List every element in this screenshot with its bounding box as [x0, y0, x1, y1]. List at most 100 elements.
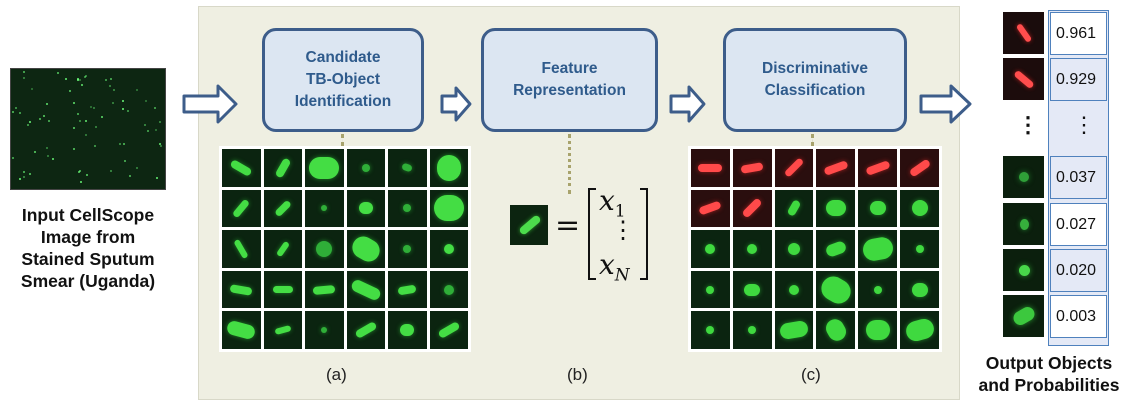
- classified-object-cell: [900, 311, 939, 349]
- candidate-object-blob: [354, 321, 378, 340]
- candidate-object-blob: [436, 154, 461, 181]
- input-speckle: [159, 142, 162, 145]
- arrow-step2-to-step3: [669, 85, 706, 123]
- candidate-object-cell: [429, 189, 468, 228]
- input-cellscope-image: [10, 68, 166, 190]
- input-speckle: [94, 144, 97, 147]
- input-speckle: [23, 71, 26, 74]
- candidate-object-cell: [222, 311, 261, 349]
- candidate-object-cell: [346, 230, 385, 268]
- caption-a: (a): [326, 365, 347, 384]
- arrow-input-to-step1: [182, 84, 238, 124]
- candidate-object-cell: [388, 311, 427, 349]
- classified-object-cell: [774, 230, 814, 268]
- vector-brackets: [588, 188, 648, 280]
- caption-b: (b): [567, 365, 588, 384]
- input-speckle: [18, 111, 21, 114]
- input-speckle: [85, 119, 88, 122]
- candidate-object-blob: [397, 284, 417, 296]
- candidate-object-blob: [433, 195, 464, 222]
- candidate-object-cell: [305, 311, 344, 349]
- classified-object-cell: [732, 149, 772, 187]
- classified-object-cell: [691, 311, 730, 349]
- output-thumb-4: [1003, 203, 1044, 245]
- input-speckle: [77, 77, 80, 80]
- input-speckle: [12, 110, 15, 113]
- input-speckle: [78, 79, 81, 82]
- classified-object-cell: [774, 270, 814, 309]
- input-speckle: [73, 126, 76, 129]
- input-speckle: [154, 128, 157, 131]
- prob-cell-3: 0.037: [1050, 156, 1107, 199]
- vector-first-element: x1: [599, 184, 626, 222]
- input-speckle: [45, 103, 48, 106]
- output-prob-ellipsis: ⋮: [1073, 112, 1095, 137]
- candidate-object-blob: [403, 204, 412, 213]
- classified-object-cell: [816, 189, 856, 228]
- prob-cell-7: 0.003: [1050, 295, 1107, 338]
- input-speckle: [22, 170, 25, 173]
- input-speckle: [77, 79, 80, 82]
- classified-object-cell: [691, 270, 730, 309]
- candidate-object-cell: [305, 270, 344, 309]
- candidate-object-blob: [437, 321, 461, 340]
- classified-object-blob: [823, 159, 849, 176]
- classified-object-cell: [774, 189, 814, 228]
- candidate-objects-grid: [219, 146, 471, 352]
- candidate-object-cell: [429, 311, 468, 349]
- input-speckle: [135, 88, 138, 91]
- input-speckle: [123, 143, 126, 146]
- output-thumb-ellipsis: ⋮: [1017, 112, 1039, 137]
- input-speckle: [95, 125, 98, 128]
- connector-b: [568, 134, 571, 194]
- input-speckle: [29, 120, 32, 123]
- input-speckle: [90, 105, 93, 108]
- input-speckle: [34, 151, 37, 154]
- input-speckle: [129, 175, 132, 178]
- classified-object-cell: [732, 311, 772, 349]
- input-speckle: [121, 108, 124, 111]
- candidate-object-blob: [349, 277, 382, 302]
- candidate-object-cell: [388, 230, 427, 268]
- candidate-object-blob: [400, 324, 415, 337]
- candidate-object-blob: [358, 202, 373, 215]
- classified-object-cell: [774, 149, 814, 187]
- output-thumb-3: [1003, 156, 1044, 198]
- input-speckle: [123, 159, 126, 162]
- classified-object-blob: [915, 244, 924, 253]
- input-speckle: [110, 169, 113, 172]
- candidate-object-blob: [316, 240, 333, 257]
- input-speckle: [111, 101, 114, 104]
- candidate-object-cell: [222, 189, 261, 228]
- classified-object-blob: [903, 316, 936, 344]
- candidate-object-cell: [429, 230, 468, 268]
- classified-object-blob: [698, 200, 723, 216]
- classified-object-blob: [778, 319, 810, 341]
- classified-object-blob: [783, 157, 805, 179]
- classified-objects-grid: [688, 146, 942, 352]
- candidate-object-blob: [274, 157, 292, 179]
- input-speckle: [56, 72, 59, 75]
- candidate-object-cell: [263, 270, 302, 309]
- candidate-object-blob: [401, 162, 414, 173]
- candidate-object-blob: [312, 284, 336, 295]
- input-speckle: [101, 115, 104, 118]
- candidate-object-cell: [346, 311, 385, 349]
- input-speckle: [46, 155, 49, 158]
- caption-c: (c): [801, 365, 821, 384]
- candidate-object-blob: [272, 286, 293, 294]
- vector-last-element: xN: [599, 248, 630, 286]
- candidate-object-blob: [273, 199, 292, 218]
- candidate-object-cell: [388, 270, 427, 309]
- arrow-step3-to-output: [919, 84, 972, 124]
- candidate-object-blob: [229, 283, 253, 296]
- classified-object-cell: [858, 149, 898, 187]
- step-feature-representation: Feature Representation: [481, 28, 658, 132]
- input-speckle: [77, 171, 80, 174]
- classified-object-blob: [706, 285, 715, 294]
- output-thumb-6: [1003, 295, 1044, 337]
- equals-sign: =: [555, 208, 581, 243]
- classified-object-blob: [822, 316, 850, 345]
- input-speckle: [81, 83, 84, 86]
